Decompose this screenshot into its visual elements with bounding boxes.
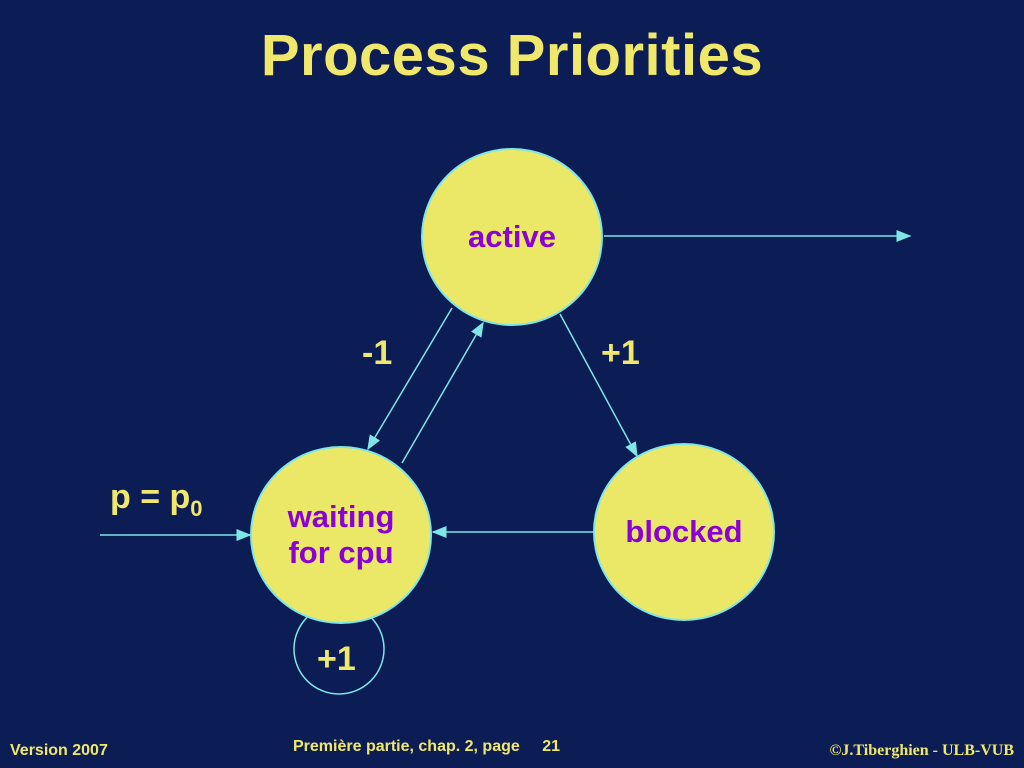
state-active: active xyxy=(421,148,603,326)
footer-chapter: Première partie, chap. 2, page 21 xyxy=(293,738,560,756)
initial-priority-subscript: 0 xyxy=(190,495,203,521)
footer-version: Version 2007 xyxy=(10,742,108,759)
footer-page-number: 21 xyxy=(542,738,561,755)
state-waiting-for-cpu: waiting for cpu xyxy=(250,446,432,624)
arrow-waiting-to-active xyxy=(401,321,484,464)
priority-loop-increment-label: +1 xyxy=(317,640,356,678)
state-active-label: active xyxy=(468,219,556,254)
initial-priority-text: p = p xyxy=(110,478,191,516)
arrow-active-to-blocked xyxy=(559,313,638,458)
state-blocked: blocked xyxy=(593,443,775,621)
priority-increment-label: +1 xyxy=(601,334,640,372)
state-waiting-label: waiting for cpu xyxy=(287,499,395,570)
slide-title: Process Priorities xyxy=(260,23,764,88)
footer-chapter-text: Première partie, chap. 2, page xyxy=(293,738,520,755)
priority-decrement-label: -1 xyxy=(362,334,393,372)
initial-priority-label: p = p0 xyxy=(110,478,203,522)
footer-copyright: ©J.Tiberghien - ULB-VUB xyxy=(829,742,1014,759)
state-blocked-label: blocked xyxy=(625,514,743,549)
arrow-active-to-waiting xyxy=(367,307,453,451)
